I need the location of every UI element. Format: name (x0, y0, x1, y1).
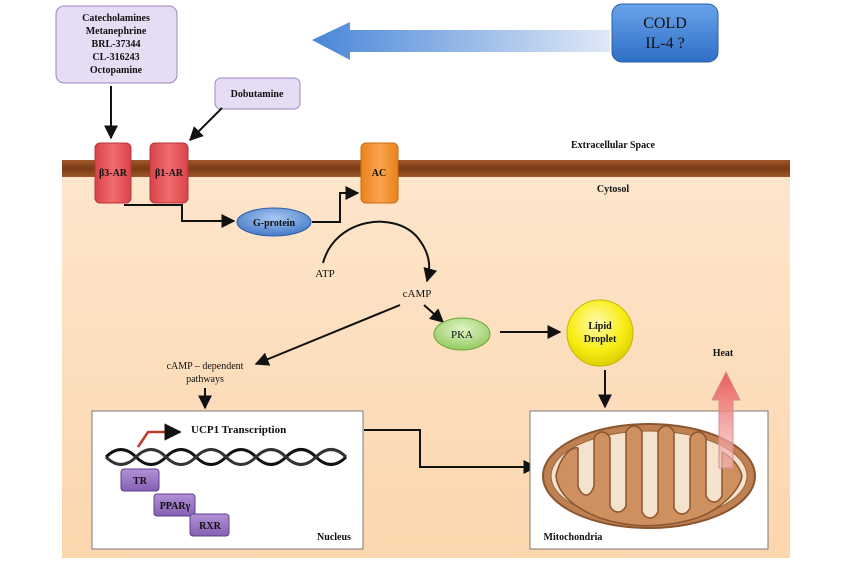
tr-label: TR (133, 476, 148, 487)
ligand-catecholamines: Catecholamines (82, 13, 150, 24)
ligand-box (55, 5, 178, 84)
ligand-octopamine: Octopamine (90, 65, 143, 76)
mitochondrion (542, 423, 756, 529)
stimulus-line-2: IL-4 ? (645, 35, 685, 52)
dobutamine-box (214, 77, 301, 110)
camp-pathways-line-1: cAMP – dependent (167, 361, 244, 372)
stimulus-arrow (312, 22, 610, 60)
rxr-label: RXR (199, 521, 221, 532)
nucleus-to-mitochondria-arrow (364, 429, 538, 474)
gprotein-to-ac-arrow (312, 186, 360, 223)
adenylyl-cyclase (360, 142, 399, 204)
atp-to-camp-arrow (322, 220, 438, 283)
lipid-droplet (566, 299, 634, 367)
mitochondria-label: Mitochondria (544, 532, 603, 543)
lipid-droplet-line-2: Droplet (584, 334, 617, 345)
lipid-droplet-line-1: Lipid (588, 321, 612, 332)
beta3-receptor (94, 142, 132, 204)
camp-to-pathways-arrow (254, 304, 401, 366)
camp-pathways-line-2: pathways (186, 374, 224, 385)
nucleus-label: Nucleus (317, 532, 351, 543)
stimulus-box (611, 3, 719, 63)
ucp1-label: UCP1 Transcription (191, 424, 286, 436)
stimulus-line-1: COLD (643, 15, 687, 32)
ac-label: AC (372, 168, 386, 179)
beta1-receptor (149, 142, 189, 204)
dobutamine-to-beta1-arrow (189, 107, 223, 141)
transcription-start-arrow (136, 423, 182, 448)
ppar-label: PPARγ (160, 501, 191, 512)
beta3-label: β3-AR (99, 168, 128, 179)
tr-box (120, 468, 160, 492)
beta1-label: β1-AR (155, 168, 184, 179)
ligand-brl-37344: BRL-37344 (92, 39, 141, 50)
camp-label: cAMP (403, 288, 432, 300)
rxr-box (189, 513, 230, 537)
plasma-membrane (62, 160, 790, 177)
pka (433, 317, 491, 351)
ligand-cl-316243: CL-316243 (92, 52, 139, 63)
ppar-box (153, 493, 196, 517)
pka-label: PKA (451, 329, 473, 341)
heat-arrow (711, 370, 741, 469)
camp-to-pka-arrow (423, 304, 445, 323)
ligand-metanephrine: Metanephrine (86, 26, 147, 37)
atp-label: ATP (315, 268, 335, 280)
dobutamine-label: Dobutamine (231, 89, 284, 100)
cytosol-label: Cytosol (597, 184, 629, 195)
dna-helix (104, 448, 348, 466)
g-protein (236, 207, 312, 237)
receptor-to-gprotein-arrow (124, 204, 236, 228)
extracellular-label: Extracellular Space (571, 140, 656, 151)
g-protein-label: G-protein (253, 218, 295, 229)
heat-label: Heat (713, 348, 734, 359)
